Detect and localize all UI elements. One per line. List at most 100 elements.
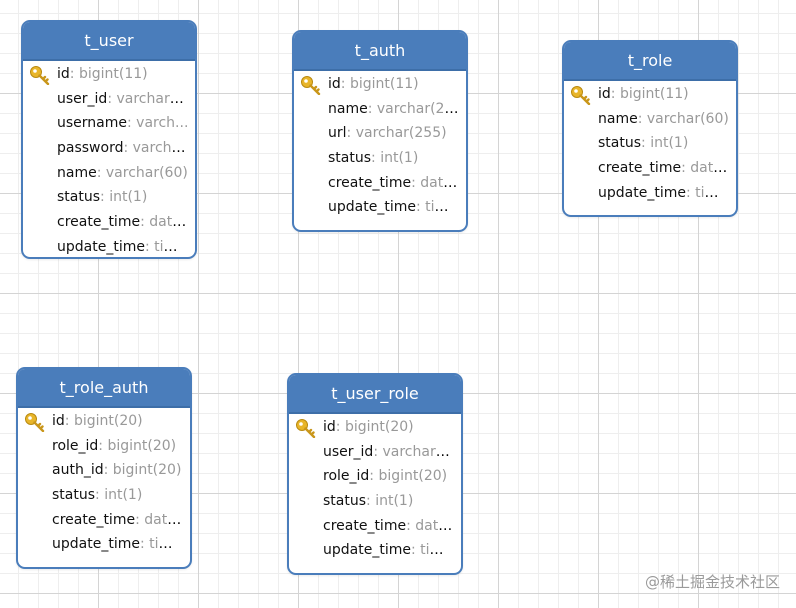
field-row[interactable]: username: varch... — [23, 111, 195, 136]
field-name: role_id — [323, 468, 370, 485]
field-name: name — [57, 164, 97, 181]
field-separator: : — [64, 413, 74, 429]
field-name: id — [328, 76, 341, 92]
field-type: tim... — [425, 199, 462, 216]
field-separator: : — [411, 174, 421, 191]
field-row[interactable]: create_time: date... — [294, 171, 466, 196]
field-row[interactable]: password: varcha... — [23, 136, 195, 161]
field-type: varchar(6... — [116, 90, 195, 107]
field-separator: : — [103, 462, 113, 479]
table-t-user-role[interactable]: t_user_role id: bigint(20) user_id: varc… — [287, 373, 463, 575]
field-row[interactable]: update_time: tim... — [23, 235, 195, 257]
field-name: id — [57, 66, 70, 82]
table-t-auth[interactable]: t_auth id: bigint(11) name: varchar(25..… — [292, 30, 468, 232]
field-row[interactable]: create_time: date... — [23, 210, 195, 235]
field-row[interactable]: status: int(1) — [564, 131, 736, 156]
field-row[interactable]: update_time: tim... — [289, 538, 461, 563]
field-name: role_id — [52, 437, 99, 454]
field-separator: : — [641, 135, 651, 152]
field-name: status — [598, 135, 642, 152]
field-row[interactable]: status: int(1) — [18, 483, 190, 508]
field-row[interactable]: create_time: date... — [18, 508, 190, 533]
table-title[interactable]: t_role_auth — [18, 369, 190, 408]
field-row[interactable]: user_id: varchar(6... — [23, 87, 195, 112]
field-row[interactable]: role_id: bigint(20) — [289, 464, 461, 489]
field-separator: : — [366, 493, 376, 510]
field-name: update_time — [328, 199, 416, 216]
field-type: varchar(6... — [382, 443, 461, 460]
table-t-user[interactable]: t_user id: bigint(11) user_id: varchar(6… — [21, 20, 197, 259]
field-name: id — [598, 86, 611, 102]
field-name: name — [598, 110, 638, 127]
field-row[interactable]: name: varchar(25... — [294, 97, 466, 122]
field-type: date... — [149, 214, 195, 231]
field-name: create_time — [52, 511, 136, 528]
field-row[interactable]: auth_id: bigint(20) — [18, 458, 190, 483]
field-type: varchar(60) — [646, 110, 729, 127]
field-separator: : — [139, 536, 150, 553]
field-separator: : — [335, 419, 345, 435]
field-separator: : — [367, 100, 377, 117]
field-row[interactable]: status: int(1) — [23, 185, 195, 210]
field-type: int(1) — [109, 189, 148, 206]
field-separator: : — [144, 238, 155, 255]
field-row[interactable]: status: int(1) — [294, 146, 466, 171]
field-name: update_time — [323, 542, 411, 559]
field-separator: : — [346, 125, 356, 142]
field-row[interactable]: name: varchar(60) — [564, 107, 736, 132]
field-type: bigint(20) — [378, 468, 448, 485]
field-row[interactable]: status: int(1) — [289, 489, 461, 514]
field-name: status — [328, 150, 372, 167]
field-name: username — [57, 115, 127, 132]
field-separator: : — [340, 76, 350, 92]
field-row[interactable]: id: bigint(20) — [289, 415, 461, 440]
field-row[interactable]: id: bigint(11) — [294, 72, 466, 97]
field-type: int(1) — [375, 493, 414, 510]
field-type: tim... — [154, 238, 191, 255]
field-row[interactable]: id: bigint(20) — [18, 409, 190, 434]
field-name: name — [328, 100, 368, 117]
table-title[interactable]: t_user_role — [289, 375, 461, 414]
field-name: status — [57, 189, 101, 206]
field-row[interactable]: role_id: bigint(20) — [18, 434, 190, 459]
field-type: varchar(25... — [376, 100, 466, 117]
table-title[interactable]: t_auth — [294, 32, 466, 71]
field-type: bigint(11) — [349, 76, 419, 92]
field-row[interactable]: id: bigint(11) — [564, 82, 736, 107]
field-type: varchar(60) — [105, 164, 188, 181]
field-separator: : — [685, 184, 696, 201]
field-separator: : — [69, 66, 79, 82]
field-separator: : — [140, 214, 150, 231]
field-name: update_time — [52, 536, 140, 553]
field-type: tim... — [149, 536, 186, 553]
field-type: bigint(20) — [112, 462, 182, 479]
field-separator: : — [406, 517, 416, 534]
field-type: int(1) — [650, 135, 689, 152]
field-row[interactable]: url: varchar(255) — [294, 121, 466, 146]
field-row[interactable]: update_time: tim... — [564, 181, 736, 206]
table-title[interactable]: t_user — [23, 22, 195, 61]
field-row[interactable]: user_id: varchar(6... — [289, 440, 461, 465]
field-type: bigint(11) — [78, 66, 148, 82]
primary-key-icon — [30, 66, 50, 85]
field-name: update_time — [57, 238, 145, 255]
field-type: varcha... — [132, 140, 194, 157]
field-row[interactable]: create_time: date... — [564, 156, 736, 181]
field-name: url — [328, 125, 347, 142]
table-t-role-auth[interactable]: t_role_auth id: bigint(20) role_id: bigi… — [16, 367, 192, 569]
field-row[interactable]: update_time: tim... — [18, 532, 190, 557]
field-type: int(1) — [104, 487, 143, 504]
field-type: bigint(20) — [344, 419, 414, 435]
field-row[interactable]: id: bigint(11) — [23, 62, 195, 87]
field-type: date... — [690, 160, 736, 177]
field-row[interactable]: update_time: tim... — [294, 195, 466, 220]
field-row[interactable]: create_time: date... — [289, 514, 461, 539]
field-type: bigint(20) — [107, 437, 177, 454]
field-type: bigint(11) — [619, 86, 689, 102]
table-t-role[interactable]: t_role id: bigint(11) name: varchar(60) … — [562, 40, 738, 217]
field-row[interactable]: name: varchar(60) — [23, 161, 195, 186]
field-type: varchar(255) — [355, 125, 447, 142]
field-type: varch... — [136, 115, 189, 132]
field-separator: : — [410, 542, 421, 559]
table-title[interactable]: t_role — [564, 42, 736, 81]
